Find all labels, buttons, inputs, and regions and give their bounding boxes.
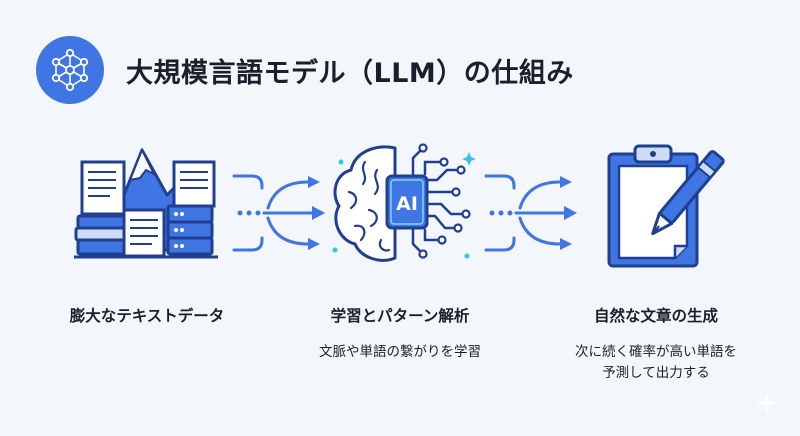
neural-network-icon	[36, 36, 104, 104]
step-learning: AI 学習とパターン解析 文脈や単語の繋がりを学習	[290, 140, 510, 360]
data-stack-icon	[74, 147, 218, 259]
step-generation: 自然な文章の生成 次に続く確率が高い単語を 予測して出力する	[546, 140, 766, 381]
step-label-generation: 自然な文章の生成	[593, 307, 718, 325]
step-label-data: 膨大なテキストデータ	[69, 307, 225, 325]
step-data: 膨大なテキストデータ	[37, 140, 257, 325]
page-title: 大規模言語モデル（LLM）の仕組み	[126, 57, 574, 89]
step-desc-generation: 次に続く確率が高い単語を 予測して出力する	[575, 344, 737, 381]
ai-brain-icon: AI	[332, 143, 475, 262]
svg-text:AI: AI	[396, 193, 418, 215]
header: 大規模言語モデル（LLM）の仕組み	[36, 36, 574, 104]
flow-arrows-2	[484, 174, 577, 252]
flow-arrows-1	[232, 174, 325, 252]
sparkle-icon	[756, 392, 778, 414]
step-desc-learning: 文脈や単語の繋がりを学習	[319, 344, 481, 360]
step-label-learning: 学習とパターン解析	[330, 307, 470, 325]
clipboard-pen-icon	[607, 144, 725, 268]
